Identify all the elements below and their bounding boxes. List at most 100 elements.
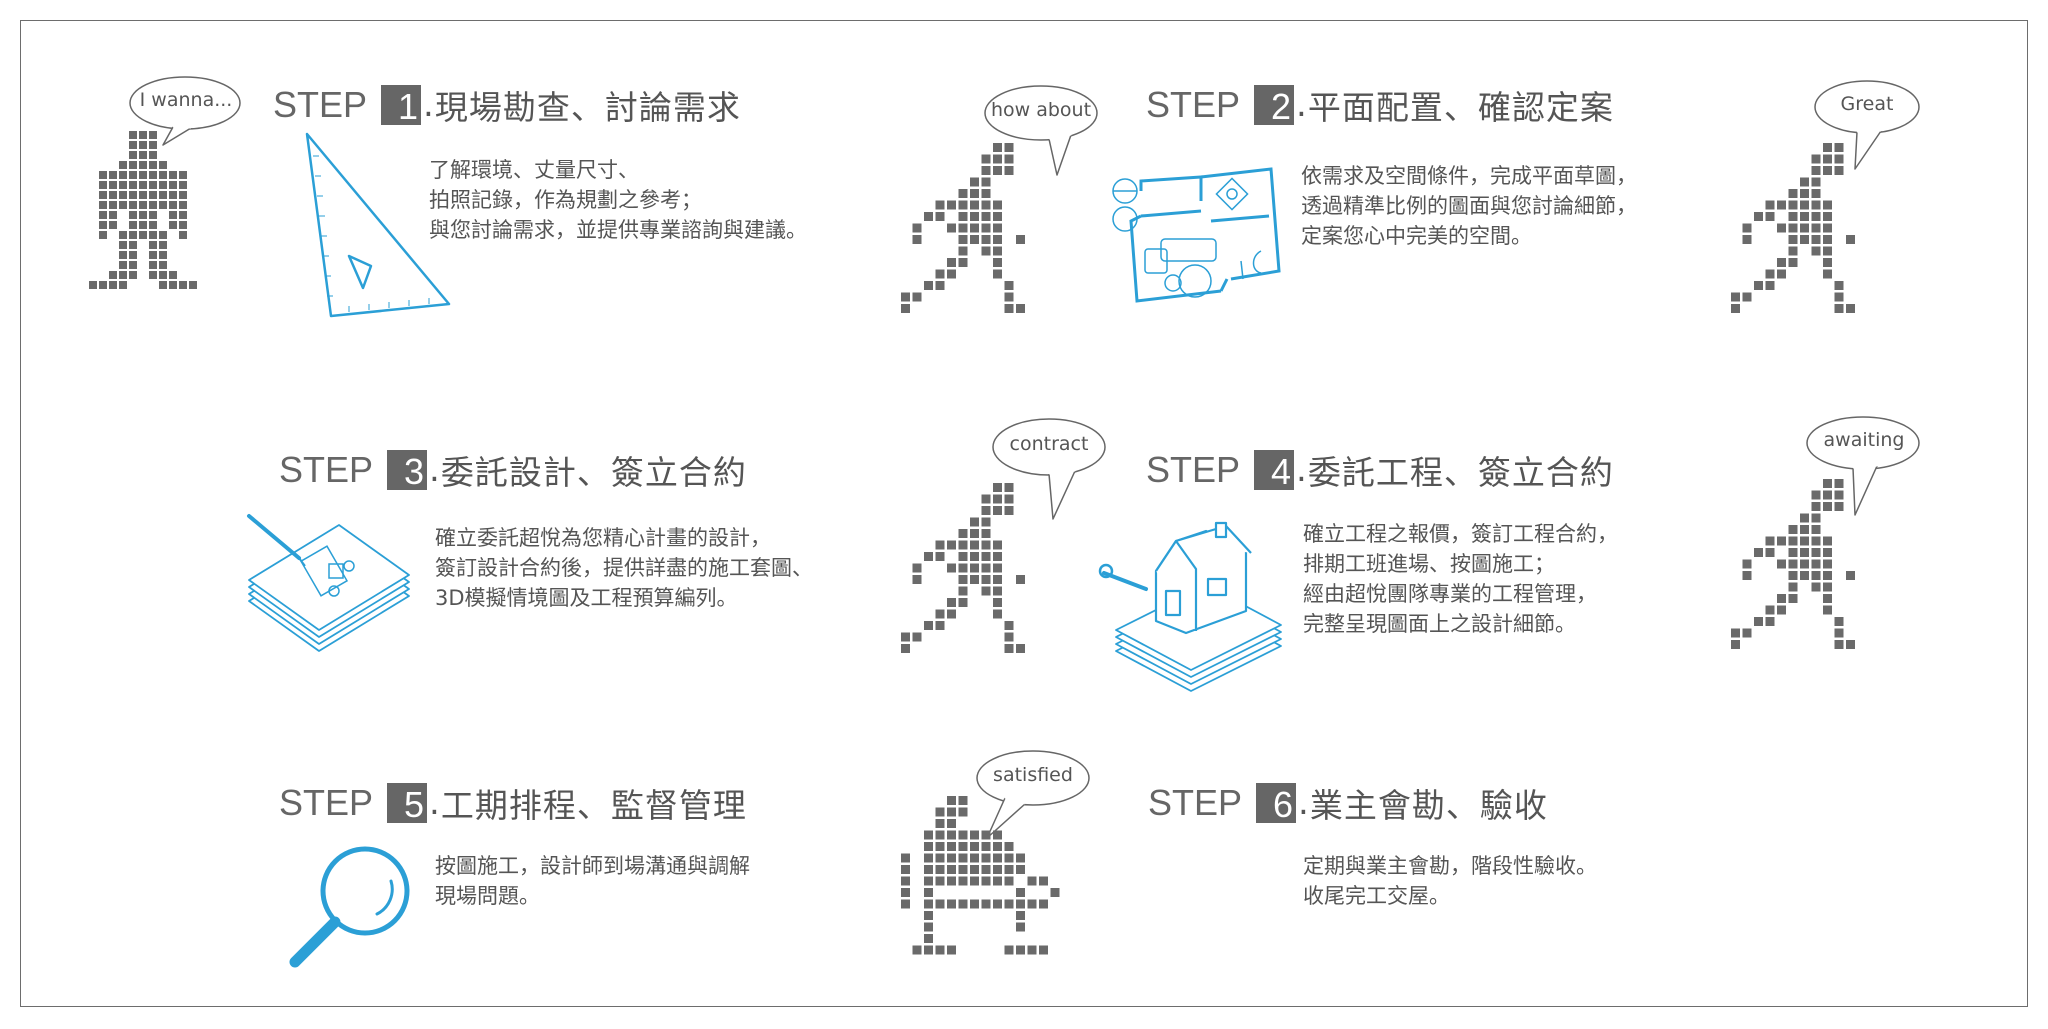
blueprint-stack-icon (247, 514, 410, 652)
figure-pixel (1846, 571, 1855, 580)
figure-pixel (179, 281, 187, 289)
figure-pixel (1777, 258, 1786, 267)
figure-pixel (1016, 644, 1025, 653)
figure-pixel (139, 211, 147, 219)
figure-pixel (958, 552, 968, 561)
figure-pixel (159, 191, 167, 199)
figure-pixel (981, 494, 991, 504)
figure-pixel (901, 853, 910, 863)
pixel-figure-walking-4 (1731, 479, 1855, 649)
figure-pixel (935, 945, 945, 955)
figure-pixel (1754, 212, 1763, 221)
figure-pixel (958, 899, 968, 909)
figure-pixel (981, 223, 991, 233)
step-4-title: STEP 4 . 委託工程、簽立合約 (1146, 446, 1614, 494)
bubble-text: how about (990, 99, 1092, 121)
figure-pixel (958, 865, 968, 874)
description-line: 依需求及空間條件，完成平面草圖， (1301, 164, 1637, 188)
description-line: 與您討論需求，並提供專業諮詢與建議。 (429, 218, 807, 242)
figure-pixel (912, 292, 922, 302)
figure-pixel (993, 830, 1002, 840)
figure-pixel (958, 246, 968, 256)
figure-pixel (149, 211, 157, 219)
figure-pixel (1823, 502, 1832, 511)
figure-pixel (1811, 200, 1821, 210)
figure-pixel (1754, 548, 1763, 557)
figure-pixel (924, 853, 933, 863)
step-5-title: STEP 5 . 工期排程、監督管理 (279, 779, 747, 827)
figure-pixel (1823, 559, 1832, 569)
figure-pixel (1800, 548, 1809, 557)
figure-pixel (970, 842, 979, 851)
figure-pixel (139, 171, 147, 179)
figure-pixel (129, 241, 137, 249)
figure-pixel (947, 540, 956, 550)
figure-pixel (912, 235, 922, 244)
figure-pixel (149, 271, 157, 279)
figure-pixel (924, 945, 933, 955)
bubble-text: contract (1009, 433, 1089, 455)
figure-pixel (129, 261, 137, 269)
figure-pixel (1777, 594, 1786, 603)
figure-pixel (1811, 235, 1821, 244)
figure-pixel (1823, 223, 1832, 233)
figure-pixel (993, 212, 1002, 221)
figure-pixel (1788, 536, 1798, 546)
figure-pixel (1800, 513, 1809, 523)
step-3-description: 確立委託超悅為您精心計畫的設計， 簽訂設計合約後，提供詳盡的施工套圖、 3D模擬… (435, 523, 813, 613)
figure-pixel (924, 830, 933, 840)
figure-pixel (901, 644, 910, 653)
figure-pixel (958, 807, 968, 817)
figure-pixel (993, 842, 1002, 851)
figure-pixel (924, 842, 933, 851)
figure-pixel (149, 151, 157, 159)
figure-pixel (1004, 876, 1014, 886)
figure-pixel (179, 221, 187, 229)
pixel-figure-standing (89, 131, 197, 289)
figure-pixel (1811, 559, 1821, 569)
step-heading: 委託工程、簽立合約 (1307, 453, 1614, 492)
speech-bubble-1: I wanna... (125, 71, 247, 147)
figure-pixel (149, 131, 157, 139)
figure-pixel (1823, 582, 1832, 592)
figure-pixel (1004, 632, 1014, 642)
figure-pixel (1788, 258, 1798, 267)
figure-pixel (981, 166, 991, 175)
figure-pixel (958, 796, 968, 805)
figure-pixel (119, 231, 127, 239)
figure-pixel (1016, 575, 1025, 584)
figure-pixel (1800, 200, 1809, 210)
figure-pixel (1811, 166, 1821, 175)
figure-pixel (129, 201, 137, 209)
figure-pixel (924, 281, 933, 290)
figure-pixel (1834, 490, 1844, 500)
figure-pixel (947, 200, 956, 210)
figure-pixel (958, 598, 968, 607)
figure-pixel (1788, 200, 1798, 210)
figure-pixel (993, 483, 1002, 492)
figure-pixel (958, 586, 968, 596)
figure-pixel (924, 552, 933, 561)
step-heading: 委託設計、簽立合約 (440, 453, 747, 492)
figure-pixel (1742, 223, 1752, 233)
figure-pixel (947, 876, 956, 886)
figure-pixel (935, 621, 945, 630)
figure-pixel (1004, 899, 1014, 909)
figure-pixel (935, 807, 945, 817)
figure-pixel (901, 304, 910, 313)
figure-pixel (1823, 235, 1832, 244)
figure-pixel (935, 899, 945, 909)
speech-bubble-2: how about (979, 81, 1103, 179)
figure-pixel (958, 575, 968, 584)
figure-pixel (970, 853, 979, 863)
figure-pixel (129, 251, 137, 259)
figure-pixel (1811, 548, 1821, 557)
figure-pixel (1731, 292, 1740, 302)
figure-pixel (1834, 640, 1844, 649)
figure-pixel (119, 271, 127, 279)
step-2-title: STEP 2 . 平面配置、確認定案 (1146, 81, 1614, 129)
figure-pixel (935, 540, 945, 550)
figure-pixel (129, 231, 137, 239)
figure-pixel (1016, 865, 1025, 874)
figure-pixel (159, 201, 167, 209)
